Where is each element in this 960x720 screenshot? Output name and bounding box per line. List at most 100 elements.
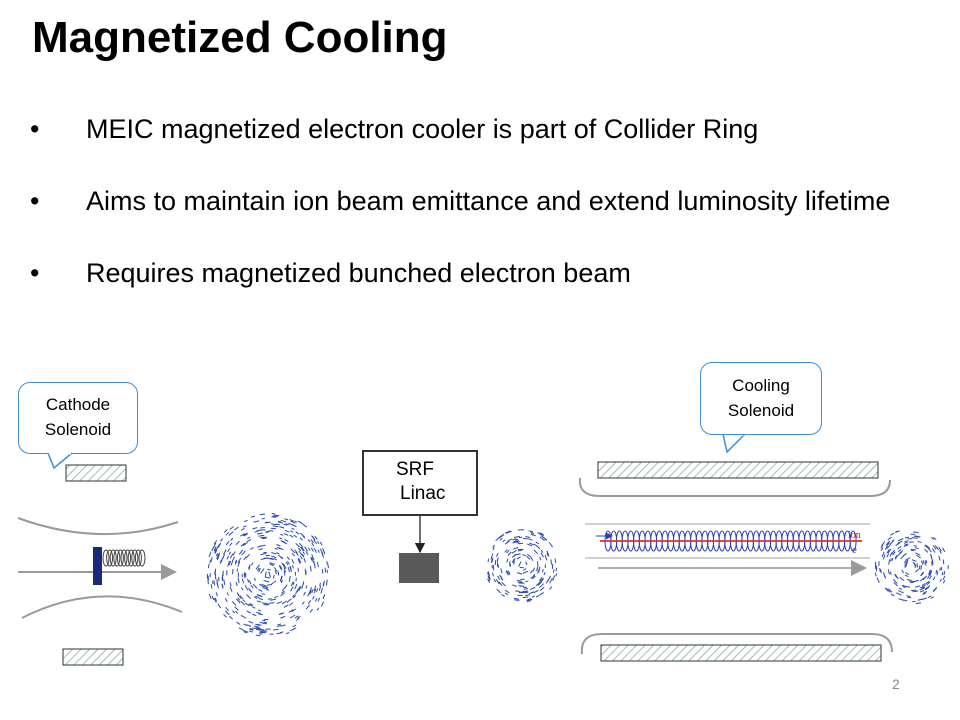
beam-particle [515, 590, 520, 592]
electrode-lower [21, 595, 183, 619]
beam-particle [221, 583, 224, 588]
beam-particle [269, 563, 274, 567]
beam-particle [249, 628, 254, 631]
beam-particle [281, 600, 288, 605]
beam-particle [240, 614, 247, 619]
beam-particle [288, 522, 295, 526]
beam-particle [539, 536, 546, 541]
beam-cross-section-1 [206, 513, 329, 637]
beam-particle [516, 579, 522, 582]
beam-particle [270, 527, 276, 530]
beam-particle [238, 627, 244, 631]
beam-particle [246, 610, 251, 614]
beam-particle [294, 615, 299, 619]
beam-particle [278, 547, 284, 551]
beam-particle [540, 552, 544, 558]
beam-particle [523, 568, 527, 571]
beam-particle [280, 519, 287, 523]
beam-particle [499, 534, 504, 539]
bullet-item: • MEIC magnetized electron cooler is par… [30, 110, 940, 148]
beam-particle [487, 558, 490, 563]
beam-particle [902, 585, 906, 588]
beam-particle [283, 570, 286, 576]
beam-particle [935, 569, 938, 574]
beam-particle [234, 526, 239, 531]
beam-particle [538, 576, 543, 582]
beam-particle [513, 597, 520, 600]
beam-particle [280, 533, 284, 536]
beam-particle [209, 559, 212, 564]
beam-particle [923, 590, 928, 594]
beam-particle [207, 563, 210, 569]
beam-particle [891, 539, 895, 542]
beam-particle [499, 537, 503, 541]
beam-particle [885, 542, 890, 547]
beam-particle [922, 560, 925, 565]
beam-particle [504, 549, 508, 553]
beam-particle [257, 609, 262, 612]
beam-particle [286, 598, 292, 603]
beam-particle [512, 540, 519, 544]
beam-particle [898, 598, 904, 601]
beam-particle [269, 602, 275, 604]
beam-particle [922, 597, 927, 600]
srf-label-line: SRF [396, 459, 434, 480]
beam-particle [918, 565, 921, 570]
beam-particle [532, 573, 536, 578]
beam-particle [255, 634, 261, 637]
beam-particle [516, 553, 521, 556]
beam-particle [237, 597, 241, 601]
beam-particle [215, 592, 218, 597]
beam-particle [314, 535, 318, 540]
beam-particle [294, 583, 298, 590]
beam-particle [932, 545, 937, 550]
beam-particle [928, 569, 931, 575]
beam-particle [895, 592, 902, 596]
beam-particle [884, 587, 889, 592]
beam-particle [891, 557, 894, 561]
beam-particle [540, 577, 545, 583]
beam-particle [303, 591, 306, 596]
beam-particle [537, 581, 542, 586]
beam-particle [294, 588, 299, 595]
beam-particle [487, 571, 491, 577]
beam-particle [920, 584, 926, 589]
beam-cross-section-2 [487, 529, 558, 602]
beam-particle [323, 551, 326, 555]
beam-particle [259, 630, 263, 632]
beam-particle [281, 562, 286, 568]
beam-particle [259, 544, 266, 547]
beam-particle [256, 594, 262, 598]
beam-particle [309, 565, 312, 572]
beam-particle [914, 563, 916, 568]
beam-particle [297, 567, 300, 572]
beam-particle [310, 539, 314, 544]
beam-particle [311, 535, 316, 541]
beam-particle [513, 540, 519, 543]
beam-particle [222, 553, 226, 559]
beam-particle [208, 551, 212, 558]
beam-particle [885, 540, 891, 546]
beam-particle [903, 544, 909, 547]
beam-particle [220, 538, 224, 542]
beam-particle [897, 538, 904, 542]
beam-particle [890, 532, 895, 536]
beam-particle [517, 549, 522, 552]
beam-particle [271, 516, 277, 518]
callout-line: Cathode [45, 395, 111, 414]
beam-particle [318, 585, 321, 591]
beam-particle [522, 570, 529, 574]
beam-particle [289, 566, 292, 573]
beam-particle [234, 606, 239, 611]
beam-particle [548, 542, 554, 548]
beam-particle [240, 542, 246, 547]
beam-particle [530, 557, 534, 562]
beam-particle [250, 584, 254, 589]
beam-particle [894, 573, 898, 579]
cathode-helix [102, 549, 146, 567]
beam-particle [224, 610, 230, 616]
beam-particle [297, 520, 303, 525]
beam-particle [939, 550, 942, 554]
beam-particle [526, 555, 531, 560]
beam-particle [291, 527, 295, 531]
